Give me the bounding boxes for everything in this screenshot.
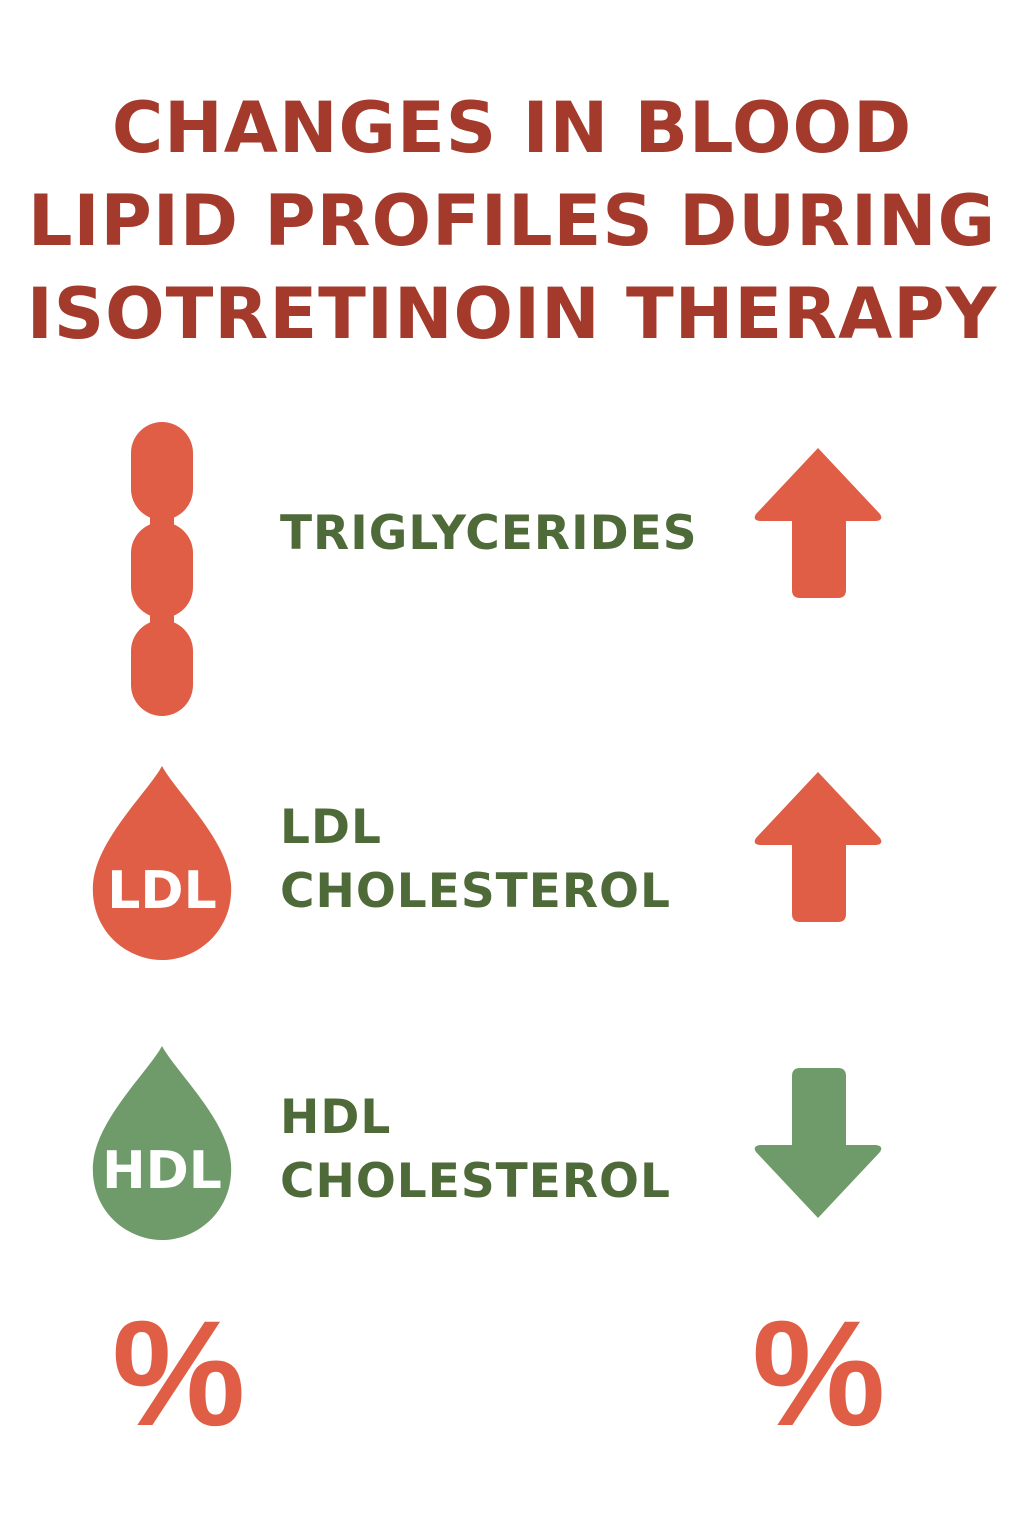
triglycerides-label: TRIGLYCERIDES	[280, 502, 698, 566]
percent-symbol-right: %	[752, 1289, 886, 1457]
triglyceride-chain-icon	[131, 422, 193, 716]
title-line-1: CHANGES IN BLOOD	[111, 87, 913, 169]
ldl-label-line-1: LDL	[280, 800, 382, 855]
percent-symbol-left: %	[112, 1289, 246, 1457]
title-line-2: LIPID PROFILES DURING	[27, 180, 997, 262]
arrow-down-icon	[754, 1068, 882, 1218]
hdl-cholesterol-label: HDL CHOLESTEROL	[280, 1086, 671, 1214]
hdl-drop-icon: HDL	[92, 1046, 232, 1240]
hdl-drop-text: HDL	[102, 1141, 222, 1201]
hdl-label-line-2: CHOLESTEROL	[280, 1154, 671, 1209]
title-line-3: ISOTRETINOIN THERAPY	[26, 273, 998, 355]
arrow-up-icon	[754, 448, 882, 598]
page-title: CHANGES IN BLOOD LIPID PROFILES DURING I…	[0, 82, 1024, 361]
ldl-label-line-2: CHOLESTEROL	[280, 864, 671, 919]
ldl-cholesterol-label: LDL CHOLESTEROL	[280, 796, 671, 924]
triglycerides-label-line: TRIGLYCERIDES	[280, 506, 698, 561]
arrow-up-icon	[754, 772, 882, 922]
ldl-drop-text: LDL	[107, 861, 216, 921]
hdl-label-line-1: HDL	[280, 1090, 392, 1145]
ldl-drop-icon: LDL	[92, 766, 232, 960]
